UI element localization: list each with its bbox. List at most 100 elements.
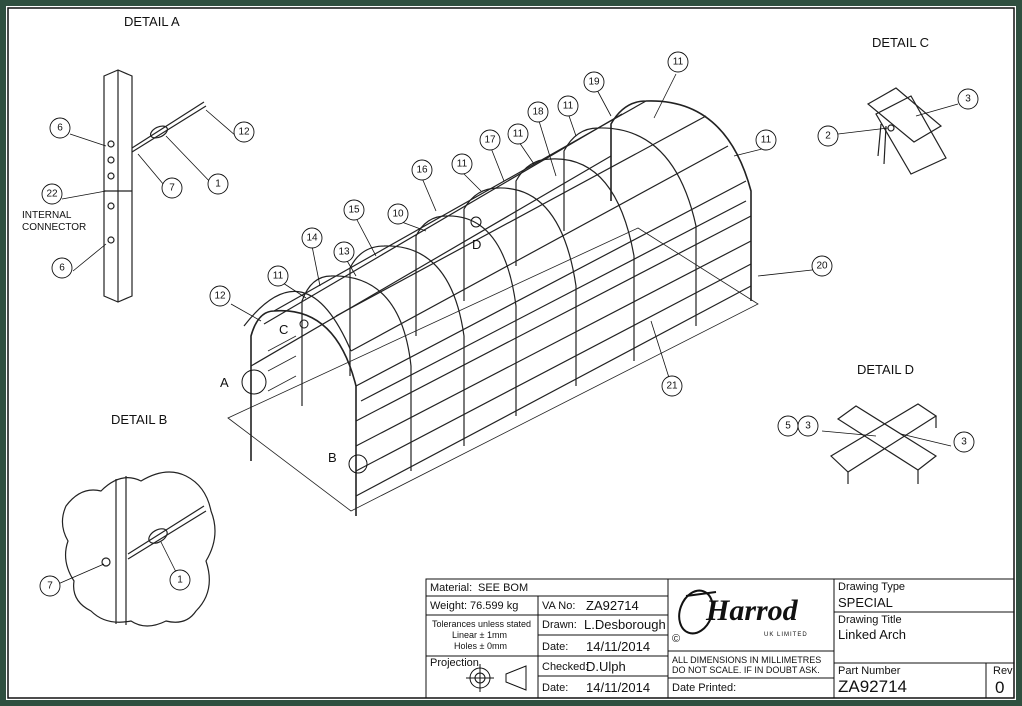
view-d-letter: D: [472, 237, 481, 252]
balloon-circle: [755, 129, 777, 151]
date-printed-label: Date Printed:: [672, 682, 737, 694]
notice-line-1: ALL DIMENSIONS IN MILLIMETRES: [672, 655, 822, 665]
balloon-circle: [953, 431, 975, 453]
part-number-value: ZA92714: [838, 677, 907, 696]
balloon-number: 1: [177, 575, 183, 586]
balloon-number: 14: [306, 233, 318, 244]
va-value: ZA92714: [586, 598, 639, 613]
drawn-label: Drawn:: [542, 619, 577, 631]
balloon-circle: [387, 203, 409, 225]
harrod-logo: [678, 589, 717, 635]
balloon-circle: [661, 375, 683, 397]
drawing-type-value: SPECIAL: [838, 595, 893, 610]
rev-value: 0: [995, 678, 1005, 697]
detail-b-marker: [348, 454, 368, 474]
tolerance-line-1: Tolerances unless stated: [432, 619, 532, 629]
checked-label: Checked:: [542, 661, 589, 673]
balloon-circle: [479, 129, 501, 151]
balloon-number: 19: [588, 77, 600, 88]
view-c-letter: C: [279, 322, 288, 337]
detail-a-marker: [241, 369, 267, 395]
detail-a-drawing: [103, 69, 207, 303]
drawing-type-label: Drawing Type: [838, 581, 906, 593]
detail-c-leaders: [837, 103, 959, 135]
balloon-circle: [557, 95, 579, 117]
balloon-number: 12: [214, 291, 226, 302]
balloon-circle: [451, 153, 473, 175]
balloon-number: 3: [805, 421, 811, 432]
balloon-circle: [957, 88, 979, 110]
view-b-letter: B: [328, 450, 337, 465]
balloon-circle: [41, 183, 63, 205]
detail-c-drawing: [866, 87, 947, 175]
title-block-frame: [425, 578, 1015, 699]
balloon-number: 6: [59, 263, 65, 274]
detail-b-title: DETAIL B: [111, 412, 167, 427]
part-number-label: Part Number: [838, 665, 901, 677]
date-label-2: Date:: [542, 682, 569, 694]
balloon-number: 6: [57, 123, 63, 134]
balloon-number: 15: [348, 205, 360, 216]
detail-d-title: DETAIL D: [857, 362, 914, 377]
logo-wordmark: Harrod: [706, 594, 798, 627]
balloon-circle: [333, 241, 355, 263]
balloon-number: 18: [532, 107, 544, 118]
balloon-number: 11: [273, 271, 284, 282]
ground-plane: [227, 227, 759, 512]
balloon-number: 3: [961, 437, 967, 448]
detail-d-marker: [470, 216, 482, 228]
balloon-circle: [817, 125, 839, 147]
balloon-circle: [343, 199, 365, 221]
balloon-circle: [507, 123, 529, 145]
balloon-number: 5: [785, 421, 791, 432]
balloon-circle: [527, 101, 549, 123]
main-arch-frame: [227, 100, 759, 516]
balloon-circle: [207, 173, 229, 195]
balloon-circle: [811, 255, 833, 277]
detail-d-drawing: [830, 403, 938, 484]
balloon-circle: [161, 177, 183, 199]
balloon-number: 20: [816, 261, 828, 272]
va-label: VA No:: [542, 600, 576, 612]
detail-b-leaders: [57, 541, 179, 585]
balloon-number: 17: [484, 135, 496, 146]
balloon-number: 7: [47, 581, 53, 592]
balloon-number: 13: [338, 247, 350, 258]
balloon-circle: [267, 265, 289, 287]
detail-c-marker: [299, 319, 309, 329]
view-a-letter: A: [220, 375, 229, 390]
balloon-number: 11: [761, 135, 772, 146]
balloon-number: 1: [215, 179, 221, 190]
balloon-circle: [209, 285, 231, 307]
detail-a-title: DETAIL A: [124, 14, 180, 29]
main-balloons: [230, 73, 822, 385]
date-label-1: Date:: [542, 641, 569, 653]
drawn-date: 14/11/2014: [586, 639, 651, 654]
detail-c-title: DETAIL C: [872, 35, 929, 50]
logo-subtext: UK LIMITED: [764, 632, 808, 638]
checked-value: D.Ulph: [586, 659, 626, 674]
balloon-circle: [39, 575, 61, 597]
balloon-number: 12: [238, 127, 250, 138]
balloon-number: 7: [169, 183, 175, 194]
notice-line-2: DO NOT SCALE. IF IN DOUBT ASK.: [672, 665, 820, 675]
balloon-number: 11: [513, 129, 524, 140]
balloon-number: 10: [392, 209, 404, 220]
balloon-circle: [583, 71, 605, 93]
balloon-number: 11: [457, 159, 468, 170]
balloon-circle: [51, 257, 73, 279]
balloon-number: 16: [416, 165, 428, 176]
tolerance-line-3: Holes ± 0mm: [454, 641, 507, 651]
drawn-value: L.Desborough: [584, 617, 666, 632]
internal-connector-label-1: INTERNAL: [22, 210, 72, 221]
weight-value: 76.599 kg: [470, 600, 519, 612]
balloon-circle: [49, 117, 71, 139]
checked-date: 14/11/2014: [586, 680, 651, 695]
projection-label: Projection: [430, 657, 479, 669]
detail-d-leaders: [821, 430, 952, 447]
rev-label: Rev: [993, 665, 1013, 677]
drawing-title-value: Linked Arch: [838, 627, 906, 642]
tolerance-line-2: Linear ± 1mm: [452, 630, 507, 640]
balloon-number: 11: [563, 101, 574, 112]
